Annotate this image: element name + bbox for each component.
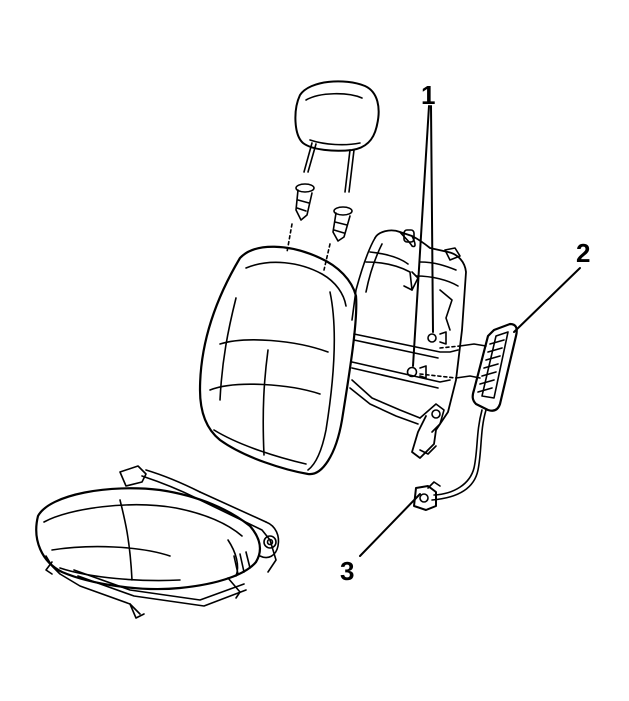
callout-leaders [360, 106, 580, 556]
seat-cushion [36, 488, 260, 589]
headrest-guide-right [333, 207, 352, 241]
side-airbag-module [432, 324, 517, 500]
seat-back-frame [350, 230, 466, 458]
callout-3: 3 [340, 556, 355, 586]
seat-back-cushion [200, 247, 356, 474]
headrest [295, 81, 378, 192]
headrest-guide-left [296, 184, 314, 220]
airbag-connector [414, 482, 440, 510]
callout-2: 2 [576, 238, 591, 268]
callout-1: 1 [421, 80, 436, 110]
seat-belt-buckle [120, 466, 200, 498]
seat-track [46, 492, 279, 618]
